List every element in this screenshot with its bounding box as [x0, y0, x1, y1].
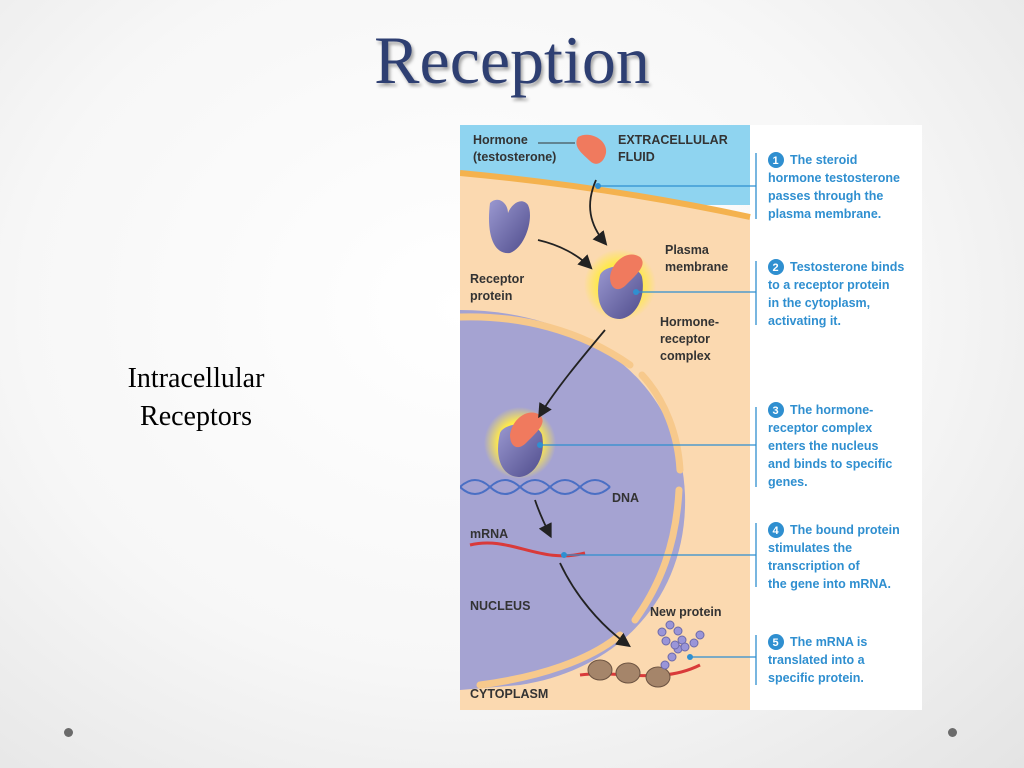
svg-text:plasma membrane.: plasma membrane. — [768, 207, 881, 221]
svg-text:and binds to specific: and binds to specific — [768, 457, 892, 471]
mrna-label: mRNA — [470, 527, 508, 541]
extracellular-label-2: FLUID — [618, 150, 655, 164]
hormone-molecule — [576, 134, 607, 164]
step-5-caption: 5 The mRNA is translated into a specific… — [768, 634, 867, 685]
svg-text:enters the nucleus: enters the nucleus — [768, 439, 878, 453]
receptor-protein-label-1: Receptor — [470, 272, 524, 286]
ribosomes — [587, 659, 671, 688]
slide-corner-dot-left — [64, 728, 73, 737]
slide-title: Reception — [374, 22, 650, 98]
dna-helix — [460, 479, 611, 495]
complex-label-3: complex — [660, 349, 711, 363]
step-2-caption: 2 Testosterone binds to a receptor prote… — [768, 259, 904, 328]
plasma-membrane — [460, 170, 751, 220]
svg-text:Testosterone binds: Testosterone binds — [790, 260, 904, 274]
side-label-line-2: Receptors — [140, 401, 252, 432]
svg-text:hormone testosterone: hormone testosterone — [768, 171, 900, 185]
reception-diagram: Hormone (testosterone) EXTRACELLULAR FLU… — [460, 125, 922, 710]
svg-text:receptor complex: receptor complex — [768, 421, 872, 435]
svg-text:genes.: genes. — [768, 475, 808, 489]
new-protein-chain — [657, 620, 705, 670]
svg-text:the gene into mRNA.: the gene into mRNA. — [768, 577, 891, 591]
slide-corner-dot-right — [948, 728, 957, 737]
svg-text:The hormone-: The hormone- — [790, 403, 873, 417]
bound-complex — [498, 424, 543, 477]
complex-label-1: Hormone- — [660, 315, 719, 329]
nucleus-label: NUCLEUS — [470, 599, 530, 613]
hormone-label-2: (testosterone) — [473, 150, 556, 164]
receptor-protein — [488, 199, 530, 254]
svg-text:stimulates the: stimulates the — [768, 541, 852, 555]
cytoplasm-label: CYTOPLASM — [470, 687, 548, 701]
hormone-receptor-complex — [598, 266, 643, 319]
svg-text:The steroid: The steroid — [790, 153, 857, 167]
side-label: Intracellular Receptors — [98, 360, 294, 436]
svg-text:specific protein.: specific protein. — [768, 671, 864, 685]
svg-text:2: 2 — [773, 262, 779, 274]
svg-text:translated into a: translated into a — [768, 653, 866, 667]
step-4-caption: 4 The bound protein stimulates the trans… — [768, 522, 900, 591]
svg-text:transcription of: transcription of — [768, 559, 861, 573]
receptor-protein-label-2: protein — [470, 289, 512, 303]
dna-label: DNA — [612, 491, 639, 505]
svg-text:3: 3 — [773, 405, 779, 417]
nucleus-region — [460, 310, 686, 690]
step-1-caption: 1 The steroid hormone testosterone passe… — [768, 152, 900, 221]
step-3-caption: 3 The hormone- receptor complex enters t… — [768, 402, 892, 489]
hormone-label-1: Hormone — [473, 133, 528, 147]
svg-text:passes through the: passes through the — [768, 189, 883, 203]
plasma-membrane-label-2: membrane — [665, 260, 728, 274]
complex-label-2: receptor — [660, 332, 710, 346]
extracellular-label-1: EXTRACELLULAR — [618, 133, 728, 147]
svg-text:The bound protein: The bound protein — [790, 523, 900, 537]
side-label-line-1: Intracellular — [127, 363, 265, 394]
svg-text:in the cytoplasm,: in the cytoplasm, — [768, 296, 870, 310]
plasma-membrane-label-1: Plasma — [665, 243, 710, 257]
svg-text:to a receptor protein: to a receptor protein — [768, 278, 890, 292]
svg-text:The mRNA is: The mRNA is — [790, 635, 867, 649]
new-protein-label: New protein — [650, 605, 722, 619]
svg-text:1: 1 — [773, 155, 779, 167]
svg-text:5: 5 — [773, 637, 779, 649]
svg-text:activating it.: activating it. — [768, 314, 841, 328]
svg-text:4: 4 — [773, 525, 780, 537]
